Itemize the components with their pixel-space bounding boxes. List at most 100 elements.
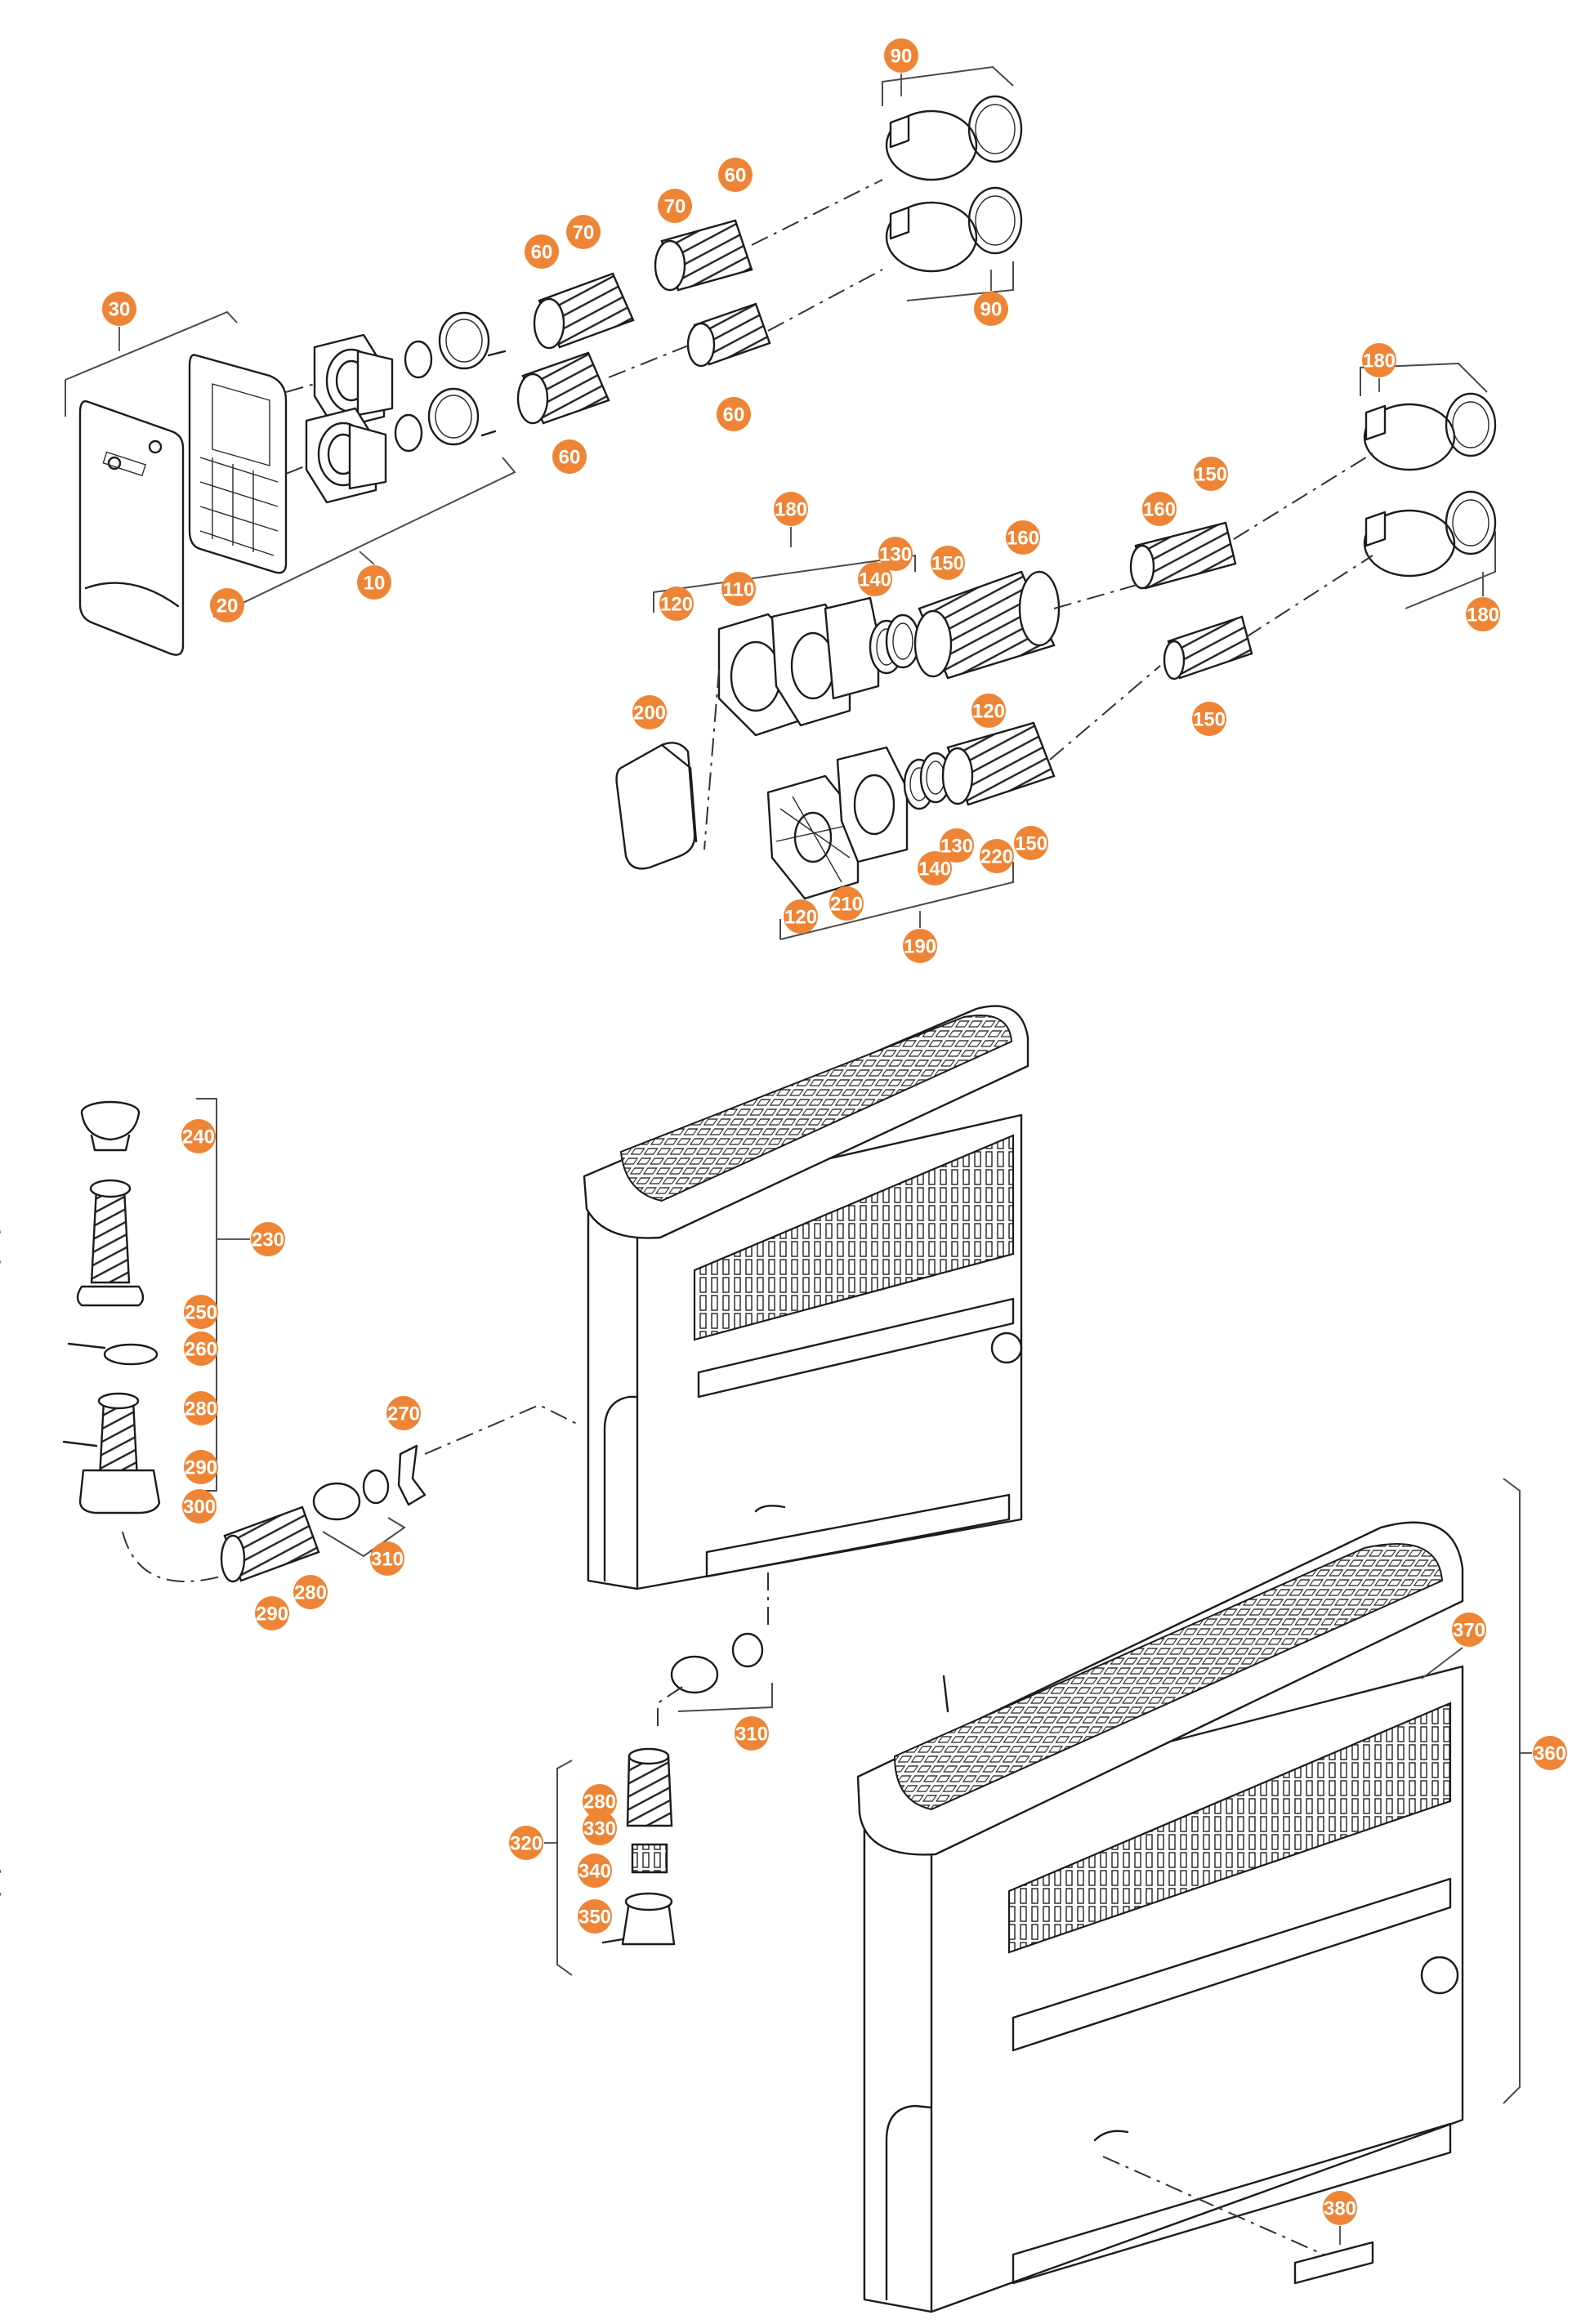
callout-badge-120: 120: [659, 587, 694, 621]
callout-circle: [721, 572, 756, 606]
chimney-parts-230: [62, 1098, 217, 1514]
callout-label: 120: [784, 907, 817, 929]
callout-badge-270: 270: [386, 1396, 421, 1430]
callout-badge-230: 230: [251, 1222, 285, 1256]
callout-badge-30: 30: [102, 292, 136, 326]
callout-circle: [251, 1222, 285, 1256]
callout-label: 180: [1363, 350, 1396, 372]
callout-label: 330: [583, 1818, 616, 1840]
callout-label: 60: [725, 165, 747, 187]
callout-label: 340: [578, 1861, 611, 1883]
callout-badge-240: 240: [181, 1119, 216, 1153]
callout-circle: [210, 588, 244, 622]
callout-label: 280: [583, 1791, 616, 1813]
callout-circle: [784, 899, 818, 934]
callout-label: 70: [573, 222, 595, 244]
grille-frame-10: [188, 354, 288, 574]
callout-circle: [181, 1119, 216, 1153]
callout-label: 310: [371, 1549, 404, 1571]
callout-circle: [184, 1450, 218, 1484]
callout-circle: [717, 397, 751, 431]
callout-badge-150: 150: [1194, 457, 1228, 491]
callout-circle: [940, 828, 974, 863]
callout-label: 180: [775, 499, 807, 521]
callout-badge-320: 320: [509, 1826, 543, 1860]
heater-lower: [856, 1478, 1521, 2313]
callout-circle: [931, 546, 965, 580]
callout-circle: [903, 929, 937, 963]
callout-label: 240: [182, 1126, 215, 1149]
hose-150-160-upper: [913, 521, 1253, 680]
callout-circle: [370, 1541, 404, 1576]
callout-label: 10: [364, 573, 386, 595]
callout-circle: [357, 565, 391, 600]
callout-circle: [255, 1596, 289, 1630]
callout-badge-310: 310: [370, 1541, 404, 1576]
callout-badge-280: 280: [293, 1575, 328, 1609]
callout-circle: [735, 1716, 769, 1751]
rings-130-140: [869, 613, 921, 675]
callout-circle: [1323, 2191, 1357, 2225]
rings-set-1: [394, 311, 507, 453]
callout-circle: [878, 537, 913, 571]
callout-circle: [829, 886, 864, 921]
callout-label: 140: [859, 569, 891, 591]
callout-label: 320: [510, 1833, 543, 1855]
callout-badge-160: 160: [1006, 520, 1040, 555]
callout-badge-160: 160: [1142, 492, 1177, 526]
callout-circle: [632, 695, 667, 729]
callout-badge-130: 130: [878, 537, 913, 571]
callout-label: 190: [904, 936, 936, 958]
callout-label: 130: [879, 544, 912, 566]
callout-label: 290: [185, 1457, 217, 1479]
dashes-section1: [285, 179, 883, 475]
callout-label: 60: [531, 242, 553, 264]
hoses-60-70: [516, 219, 771, 425]
callout-badge-140: 140: [858, 562, 892, 596]
callout-circle: [884, 38, 918, 73]
callout-label: 200: [633, 703, 666, 725]
callout-label: 290: [256, 1604, 288, 1626]
callout-label: 150: [1015, 833, 1047, 855]
callout-label: 270: [387, 1403, 420, 1425]
callout-circle: [525, 234, 559, 269]
callout-badge-310: 310: [735, 1716, 769, 1751]
callout-label: 120: [972, 701, 1005, 723]
callout-circle: [184, 1391, 218, 1425]
callout-circle: [918, 851, 952, 885]
callout-badge-110: 110: [721, 572, 756, 606]
callout-label: 250: [185, 1302, 217, 1324]
callout-badge-130: 130: [940, 828, 974, 863]
callout-label: 30: [109, 299, 131, 321]
heater-upper: [583, 1005, 1029, 1590]
callout-badge-120: 120: [971, 694, 1006, 728]
callout-circle: [182, 1489, 217, 1523]
callout-label: 20: [217, 595, 239, 618]
callout-circle: [718, 158, 753, 192]
callout-badge-280: 280: [583, 1784, 617, 1818]
callout-circle: [1014, 826, 1048, 860]
callout-circle: [583, 1784, 617, 1818]
callout-badge-180: 180: [1466, 597, 1500, 631]
callout-circle: [1194, 457, 1228, 491]
callout-circle: [509, 1826, 543, 1860]
dashes-section2: [703, 453, 1373, 850]
callout-badge-60: 60: [718, 158, 753, 192]
callout-badge-70: 70: [658, 189, 692, 223]
callout-label: 310: [735, 1724, 768, 1746]
callout-badge-280: 280: [184, 1391, 218, 1425]
callout-label: 140: [918, 859, 951, 881]
callout-label: 130: [940, 836, 973, 858]
callout-leader: [1421, 1647, 1463, 1679]
callout-badge-210: 210: [829, 886, 864, 921]
callout-circle: [1533, 1736, 1567, 1770]
callout-circle: [293, 1575, 328, 1609]
parts-320-310: [556, 1572, 773, 1976]
callout-label: 60: [559, 447, 581, 469]
callout-circle: [1006, 520, 1040, 555]
flange-110: [717, 596, 880, 737]
callout-badge-150: 150: [1014, 826, 1048, 860]
callout-badge-10: 10: [357, 565, 391, 600]
